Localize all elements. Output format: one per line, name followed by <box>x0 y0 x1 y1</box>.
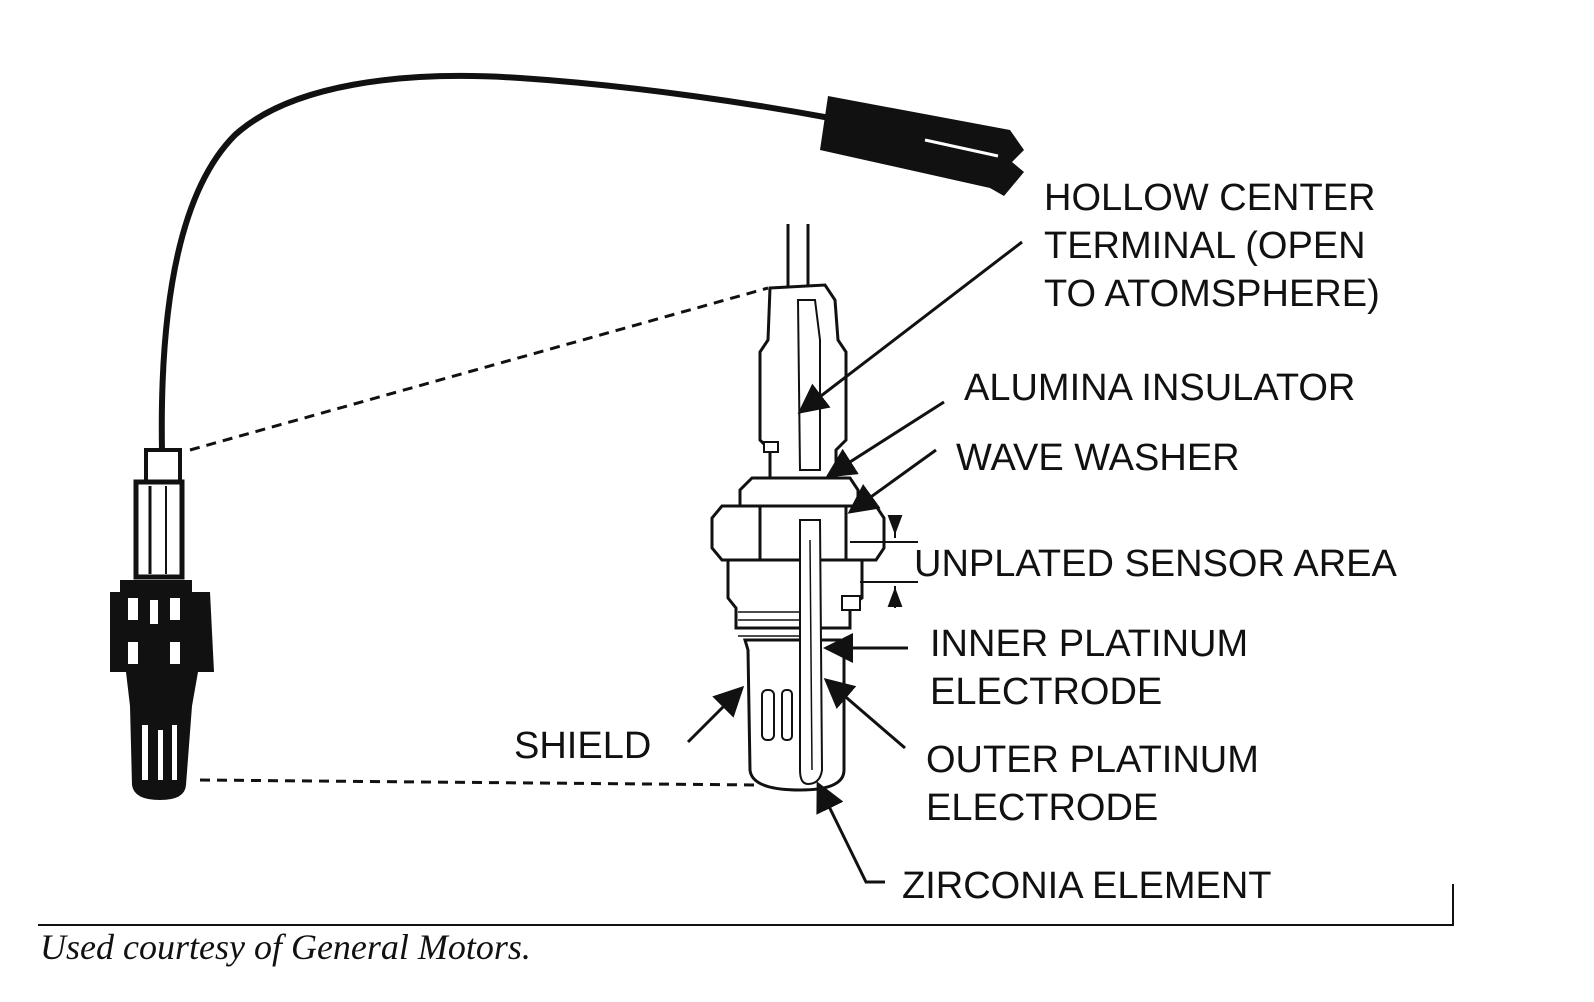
caption-rule-tick <box>1452 884 1454 926</box>
connector-plug <box>820 96 1024 196</box>
label-zirconia-element: ZIRCONIA ELEMENT <box>902 865 1272 907</box>
label-unplated-sensor-area: UNPLATED SENSOR AREA <box>914 543 1397 585</box>
caption-rule <box>38 924 1454 926</box>
leader-alumina-insulator <box>825 400 945 478</box>
zoom-callout-lines <box>189 286 769 787</box>
label-alumina-insulator: ALUMINA INSULATOR <box>964 367 1356 409</box>
leader-wave-washer <box>847 448 937 514</box>
label-wave-washer: WAVE WASHER <box>956 437 1240 479</box>
leader-outer-platinum <box>823 678 906 750</box>
figure-caption: Used courtesy of General Motors. <box>40 927 531 967</box>
label-outer-platinum-electrode: OUTER PLATINUM ELECTRODE <box>926 739 1259 829</box>
sensor-cutaway <box>710 224 886 792</box>
label-inner-platinum-electrode: INNER PLATINUM ELECTRODE <box>930 623 1249 713</box>
label-shield: SHIELD <box>514 725 652 767</box>
leader-shield <box>686 685 745 744</box>
label-hollow-center-terminal: HOLLOW CENTER TERMINAL (OPEN TO ATOMSPHE… <box>1044 177 1380 315</box>
unplated-area-dimension <box>850 515 918 608</box>
leader-zirconia <box>816 781 885 884</box>
leader-hollow-center <box>797 240 1023 414</box>
leader-lines <box>686 240 1023 884</box>
sensor-assembly-small <box>110 448 214 800</box>
sensor-wire <box>158 72 831 453</box>
